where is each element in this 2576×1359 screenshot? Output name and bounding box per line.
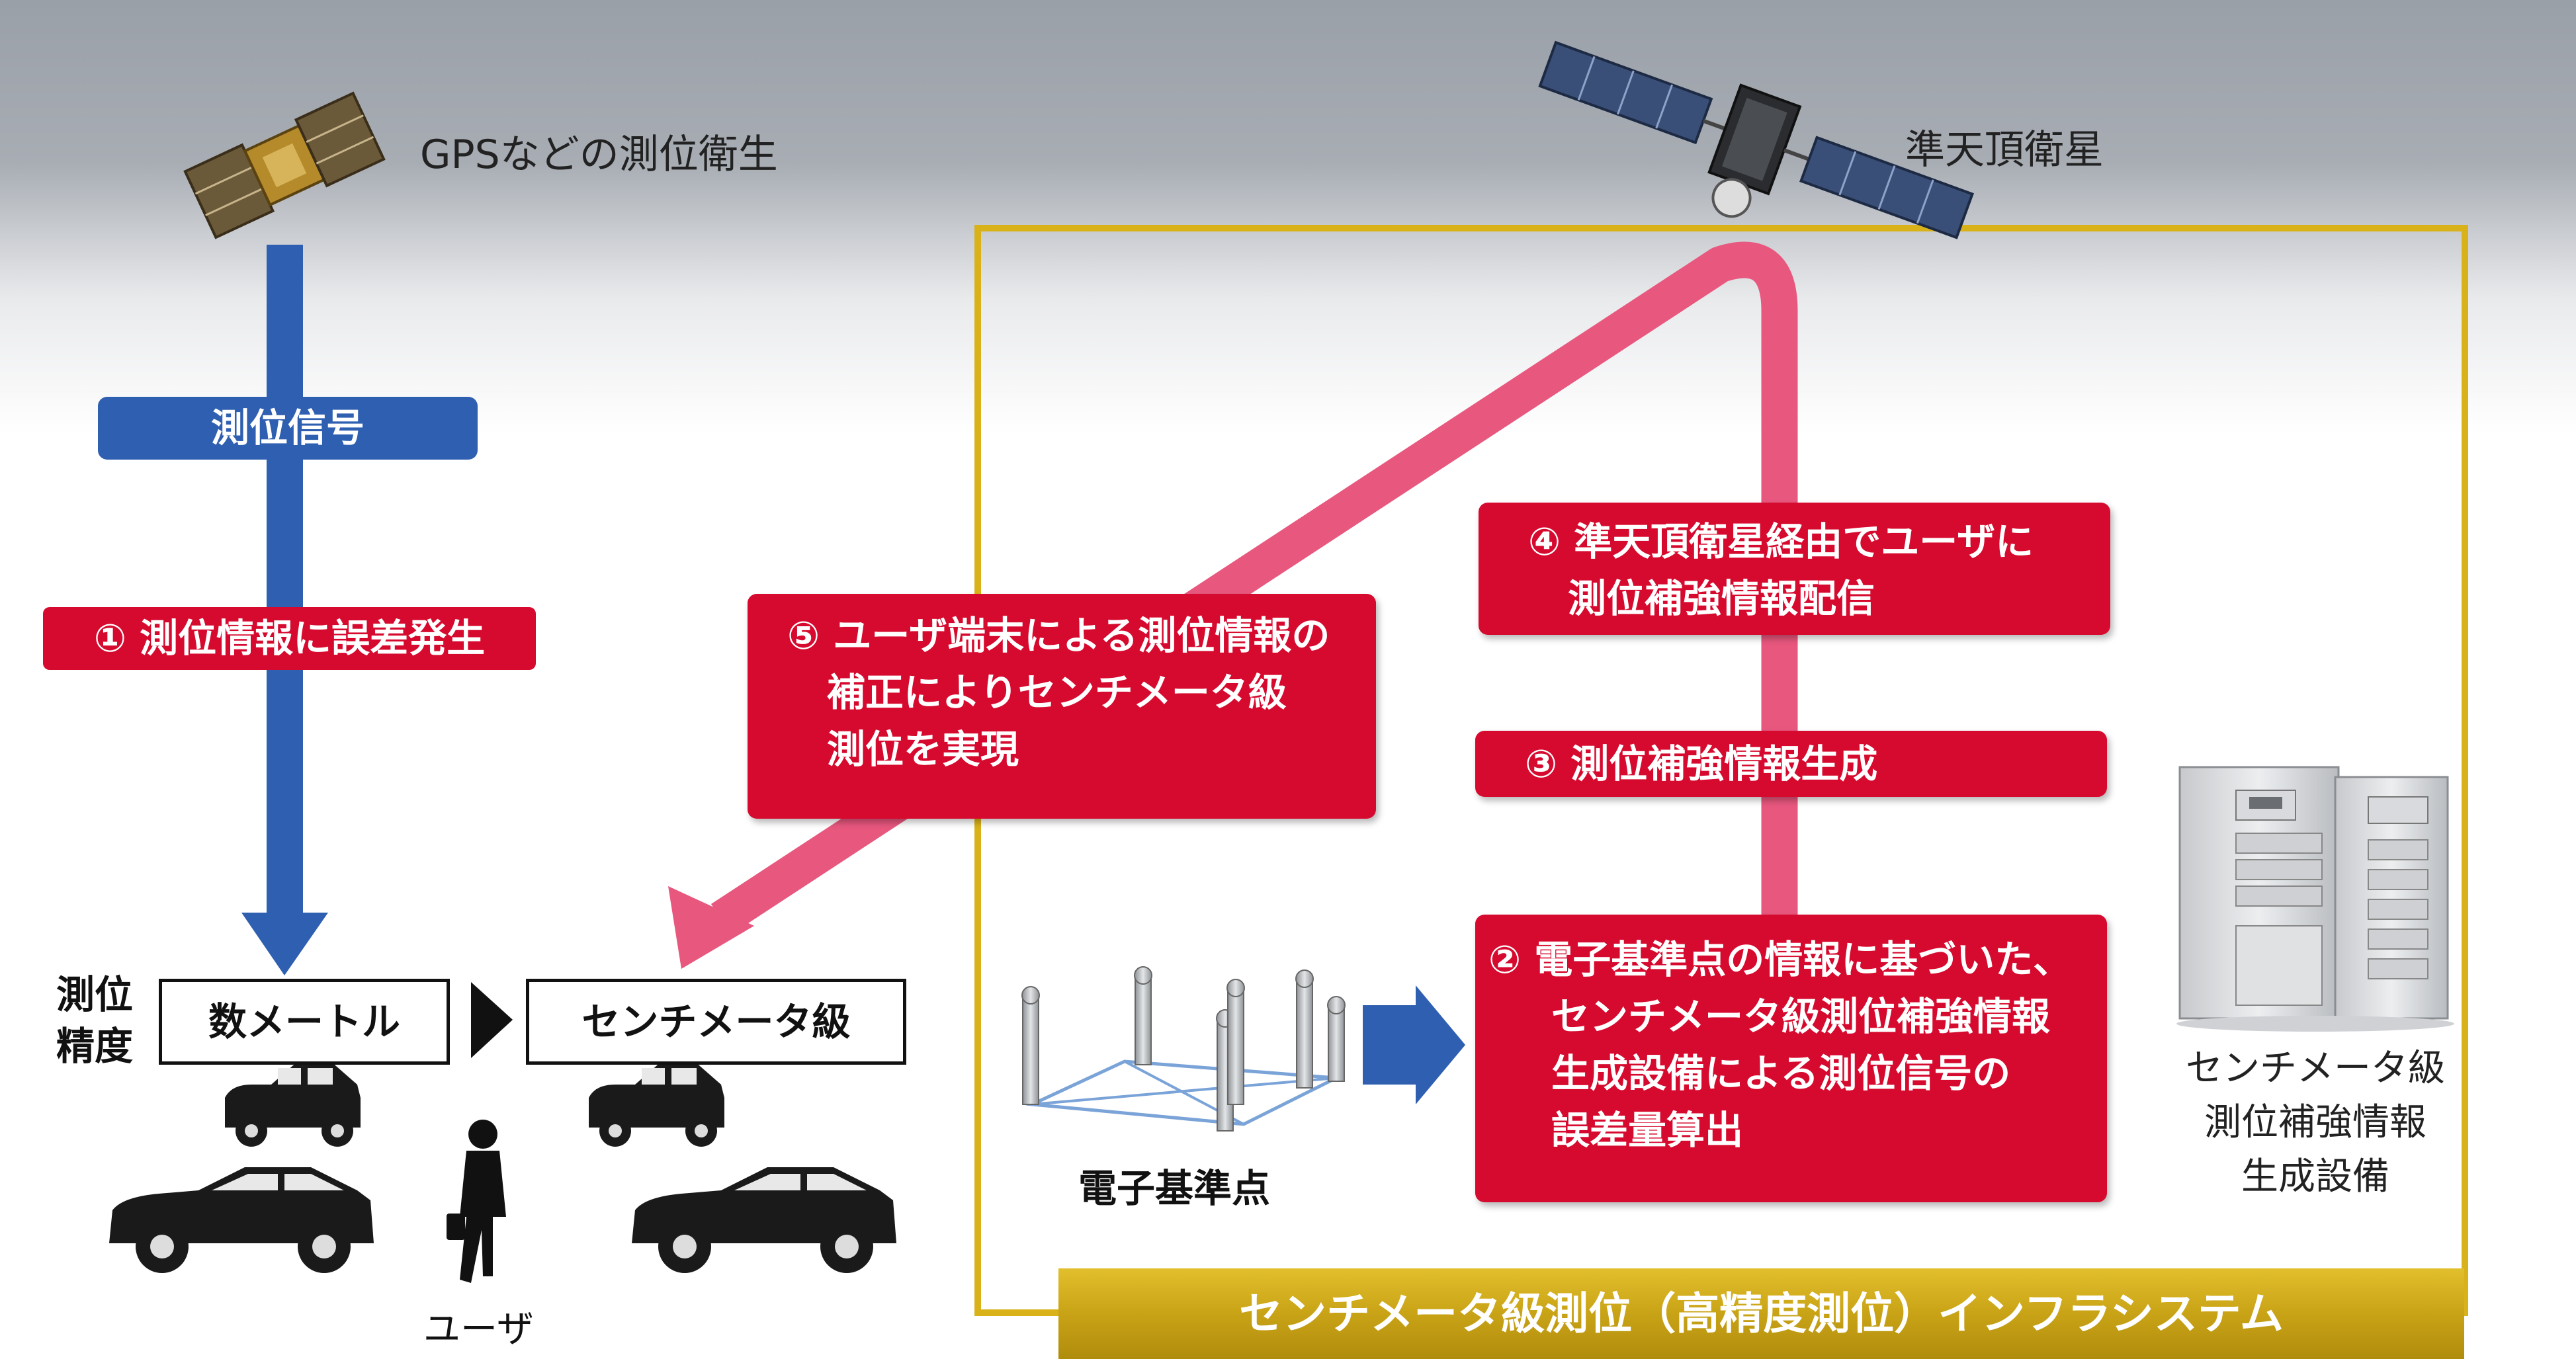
blue-signal-line [267,245,303,926]
large-car-icon-left [109,1167,374,1273]
step5-line1: ⑤ ユーザ端末による測位情報の [787,613,1330,658]
qzss-satellite-label: 準天頂衛星 [1905,127,2104,173]
reference-point-label: 電子基準点 [1078,1166,1271,1211]
step2-line2: センチメータ級測位補強情報 [1551,994,2051,1039]
small-car-icon-right [589,1061,724,1147]
qzss-satellite-icon [1538,40,1975,239]
step2-line3: 生成設備による測位信号の [1551,1051,2011,1096]
accuracy-before-box: 数メートル [159,979,450,1065]
gps-satellite-label: GPSなどの測位衛生 [420,132,778,178]
infrastructure-title: センチメータ級測位（高精度測位）インフラシステム [1239,1288,2284,1339]
step4-line2: 測位補強情報配信 [1568,576,1875,621]
signal-label: 測位信号 [98,397,478,460]
reference-to-facility-arrow-icon [1363,985,1465,1104]
pink-arrowhead [668,886,754,969]
user-person-icon [447,1120,506,1283]
accuracy-after-box: センチメータ級 [526,979,906,1065]
facility-label-line2: 測位補強情報 [2204,1101,2426,1144]
blue-signal-arrowhead [241,913,328,975]
step4-line1: ④ 準天頂衛星経由でユーザに [1528,519,2034,564]
facility-label: センチメータ級 測位補強情報 生成設備 [2157,1042,2474,1204]
reference-point-icon [1021,966,1346,1132]
accuracy-label: 測位 精度 [56,969,133,1072]
step4-box: ④ 準天頂衛星経由でユーザに 測位補強情報配信 [1479,503,2110,635]
step5-line3: 測位を実現 [827,727,1019,772]
infrastructure-banner [1058,1268,2464,1359]
facility-label-line1: センチメータ級 [2186,1047,2445,1090]
step1-box: ① 測位情報に誤差発生 [43,607,536,670]
pink-correction-path [710,241,1798,934]
step5-box: ⑤ ユーザ端末による測位情報の 補正によりセンチメータ級 測位を実現 [748,594,1376,819]
user-label: ユーザ [423,1308,534,1351]
step2-box: ② 電子基準点の情報に基づいた、 センチメータ級測位補強情報 生成設備による測位… [1475,915,2107,1202]
step2-line4: 誤差量算出 [1551,1108,1744,1153]
facility-label-line3: 生成設備 [2241,1155,2389,1198]
step2-line1: ② 電子基準点の情報に基づいた、 [1488,937,2072,982]
accuracy-label-line1: 測位 [56,972,134,1017]
step3-box: ③ 測位補強情報生成 [1475,731,2107,797]
gps-satellite-icon [183,91,386,239]
large-car-icon-right [632,1167,896,1273]
small-car-icon-left [225,1061,361,1147]
step5-line2: 補正によりセンチメータ級 [827,670,1287,715]
accuracy-label-line2: 精度 [56,1024,134,1069]
accuracy-arrow-icon [471,982,513,1058]
server-rack-icon [2176,766,2454,1032]
